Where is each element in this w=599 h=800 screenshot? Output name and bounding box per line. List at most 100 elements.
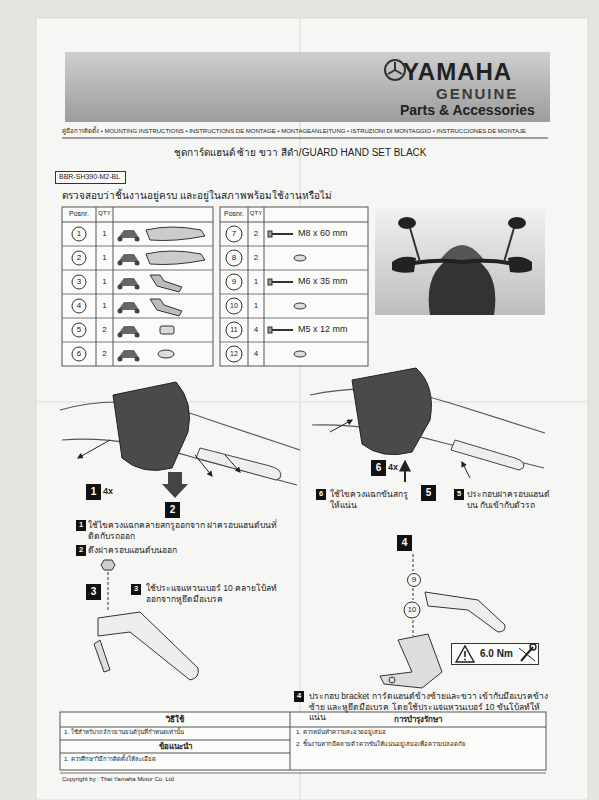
table-rule	[62, 246, 213, 247]
removal-illustration	[60, 382, 300, 498]
header-band	[65, 52, 550, 122]
label-text: M6 x 35 mm	[298, 276, 366, 287]
label-text: 1. ควรหมั่นทำความสะอาดอยู่เสมอ	[296, 729, 542, 737]
install-arrow	[462, 462, 470, 478]
bolt-shank	[272, 329, 293, 331]
lever-removal-illustration	[94, 560, 198, 680]
brake-lever	[451, 440, 524, 470]
rule-line	[62, 138, 548, 139]
label-text: 1	[70, 229, 88, 239]
callout-circle	[404, 602, 420, 618]
handguard-part	[146, 251, 205, 265]
paper-sheet	[36, 18, 588, 800]
node-text: 1	[79, 520, 83, 529]
removal-arrow	[225, 455, 240, 472]
table-rule	[264, 207, 265, 366]
label-text: Posnr.	[220, 210, 248, 219]
bolt-axis	[413, 554, 414, 571]
label-text: 9	[408, 575, 420, 585]
label-text: 4	[248, 325, 264, 335]
step-badge: 1	[86, 484, 101, 500]
hand-guard	[392, 257, 416, 273]
label-text: GENUINE	[436, 85, 548, 104]
mirror	[398, 217, 416, 229]
step-badge: 6	[371, 460, 386, 476]
callout-circle	[408, 574, 421, 587]
spacer-part	[160, 326, 174, 334]
label-text: 10	[404, 605, 420, 614]
label-text: 12	[224, 350, 244, 359]
table-border	[220, 207, 368, 366]
label-text: 4	[248, 349, 264, 359]
label-text: 4x	[103, 486, 123, 497]
label-text: 8	[224, 253, 244, 263]
bolt-axis	[108, 572, 109, 612]
bike-icon	[118, 333, 123, 338]
installation-illustration	[310, 368, 545, 482]
install-arrow	[330, 420, 352, 432]
node-text: 6.0 Nm	[480, 648, 513, 659]
step-badge: 2	[165, 502, 180, 518]
warning-mark	[464, 659, 466, 661]
label-text: Posnr.	[62, 210, 96, 219]
bolt-head	[268, 327, 272, 333]
bike-icon	[118, 357, 123, 362]
label-text: 5	[70, 325, 88, 335]
label-text: 1	[96, 277, 113, 287]
label-text: 4	[70, 301, 88, 311]
node-text: 3	[91, 586, 97, 597]
pull-arrow	[162, 472, 188, 498]
warning-triangle	[456, 646, 474, 662]
label-text: 2	[96, 349, 113, 359]
removal-arrow	[195, 455, 212, 476]
label-text: QTY	[96, 210, 113, 218]
mount-hole	[389, 677, 395, 683]
bike-icon	[135, 309, 140, 314]
label-text: ใช้ไขควงแฉกขันสกรู ให้แน่น	[330, 489, 418, 510]
hand-guard	[508, 257, 532, 273]
node-text: 5	[426, 487, 432, 498]
table-rule	[62, 270, 213, 271]
step-badge: 4	[397, 535, 412, 551]
bolt-head	[101, 560, 115, 570]
mirror-stem	[504, 228, 514, 262]
bracket-install-illustration	[380, 554, 505, 688]
warning-mark	[464, 651, 466, 657]
bolt-head	[268, 279, 272, 285]
bracket-part	[150, 299, 182, 316]
label-text: 1	[248, 277, 264, 287]
paper-fold	[299, 18, 301, 800]
node-text: 6	[376, 462, 382, 473]
node-text: BBR-SH390-M2-BL	[59, 173, 120, 180]
brake-lever	[425, 592, 505, 632]
label-text: วิธีใช้	[60, 715, 290, 725]
step-badge: 2	[76, 545, 86, 556]
lever-bracket	[94, 640, 110, 672]
yamaha-logo	[385, 60, 405, 80]
label-text: M8 x 60 mm	[298, 228, 366, 239]
table-rule	[62, 342, 213, 343]
label-text: 4x	[388, 462, 408, 473]
bike-icon	[135, 237, 140, 242]
label-text: 1	[96, 229, 113, 239]
label-text: ใช้ประแจแหวนเบอร์ 10 คลายโบ้ลท์ ออกจากหู…	[146, 583, 281, 604]
node-text: 6	[319, 489, 323, 498]
step-badge: 6	[316, 489, 326, 500]
table-rule	[60, 753, 290, 754]
label-text: 2	[248, 229, 264, 239]
table-border	[62, 207, 213, 366]
label-text: คู่มือการติดตั้ง • MOUNTING INSTRUCTIONS…	[62, 128, 552, 136]
bike-icon	[135, 285, 140, 290]
label-text: ตรวจสอบว่าชิ้นงานอยู่ครบ และอยู่ในสภาพพร…	[62, 190, 382, 203]
photo-frame	[375, 207, 545, 315]
step-badge: 5	[421, 485, 436, 501]
yamaha-logo	[395, 70, 402, 74]
label-text: 2	[248, 253, 264, 263]
torque-warning-box: 6.0 Nm	[451, 643, 539, 665]
bike-icon	[135, 357, 140, 362]
label-text: การบำรุงรักษา	[290, 715, 546, 725]
motorcycle-photo	[375, 207, 545, 315]
table-rule	[62, 294, 213, 295]
hand-guard-shield	[352, 368, 431, 455]
table-rule	[220, 318, 368, 319]
